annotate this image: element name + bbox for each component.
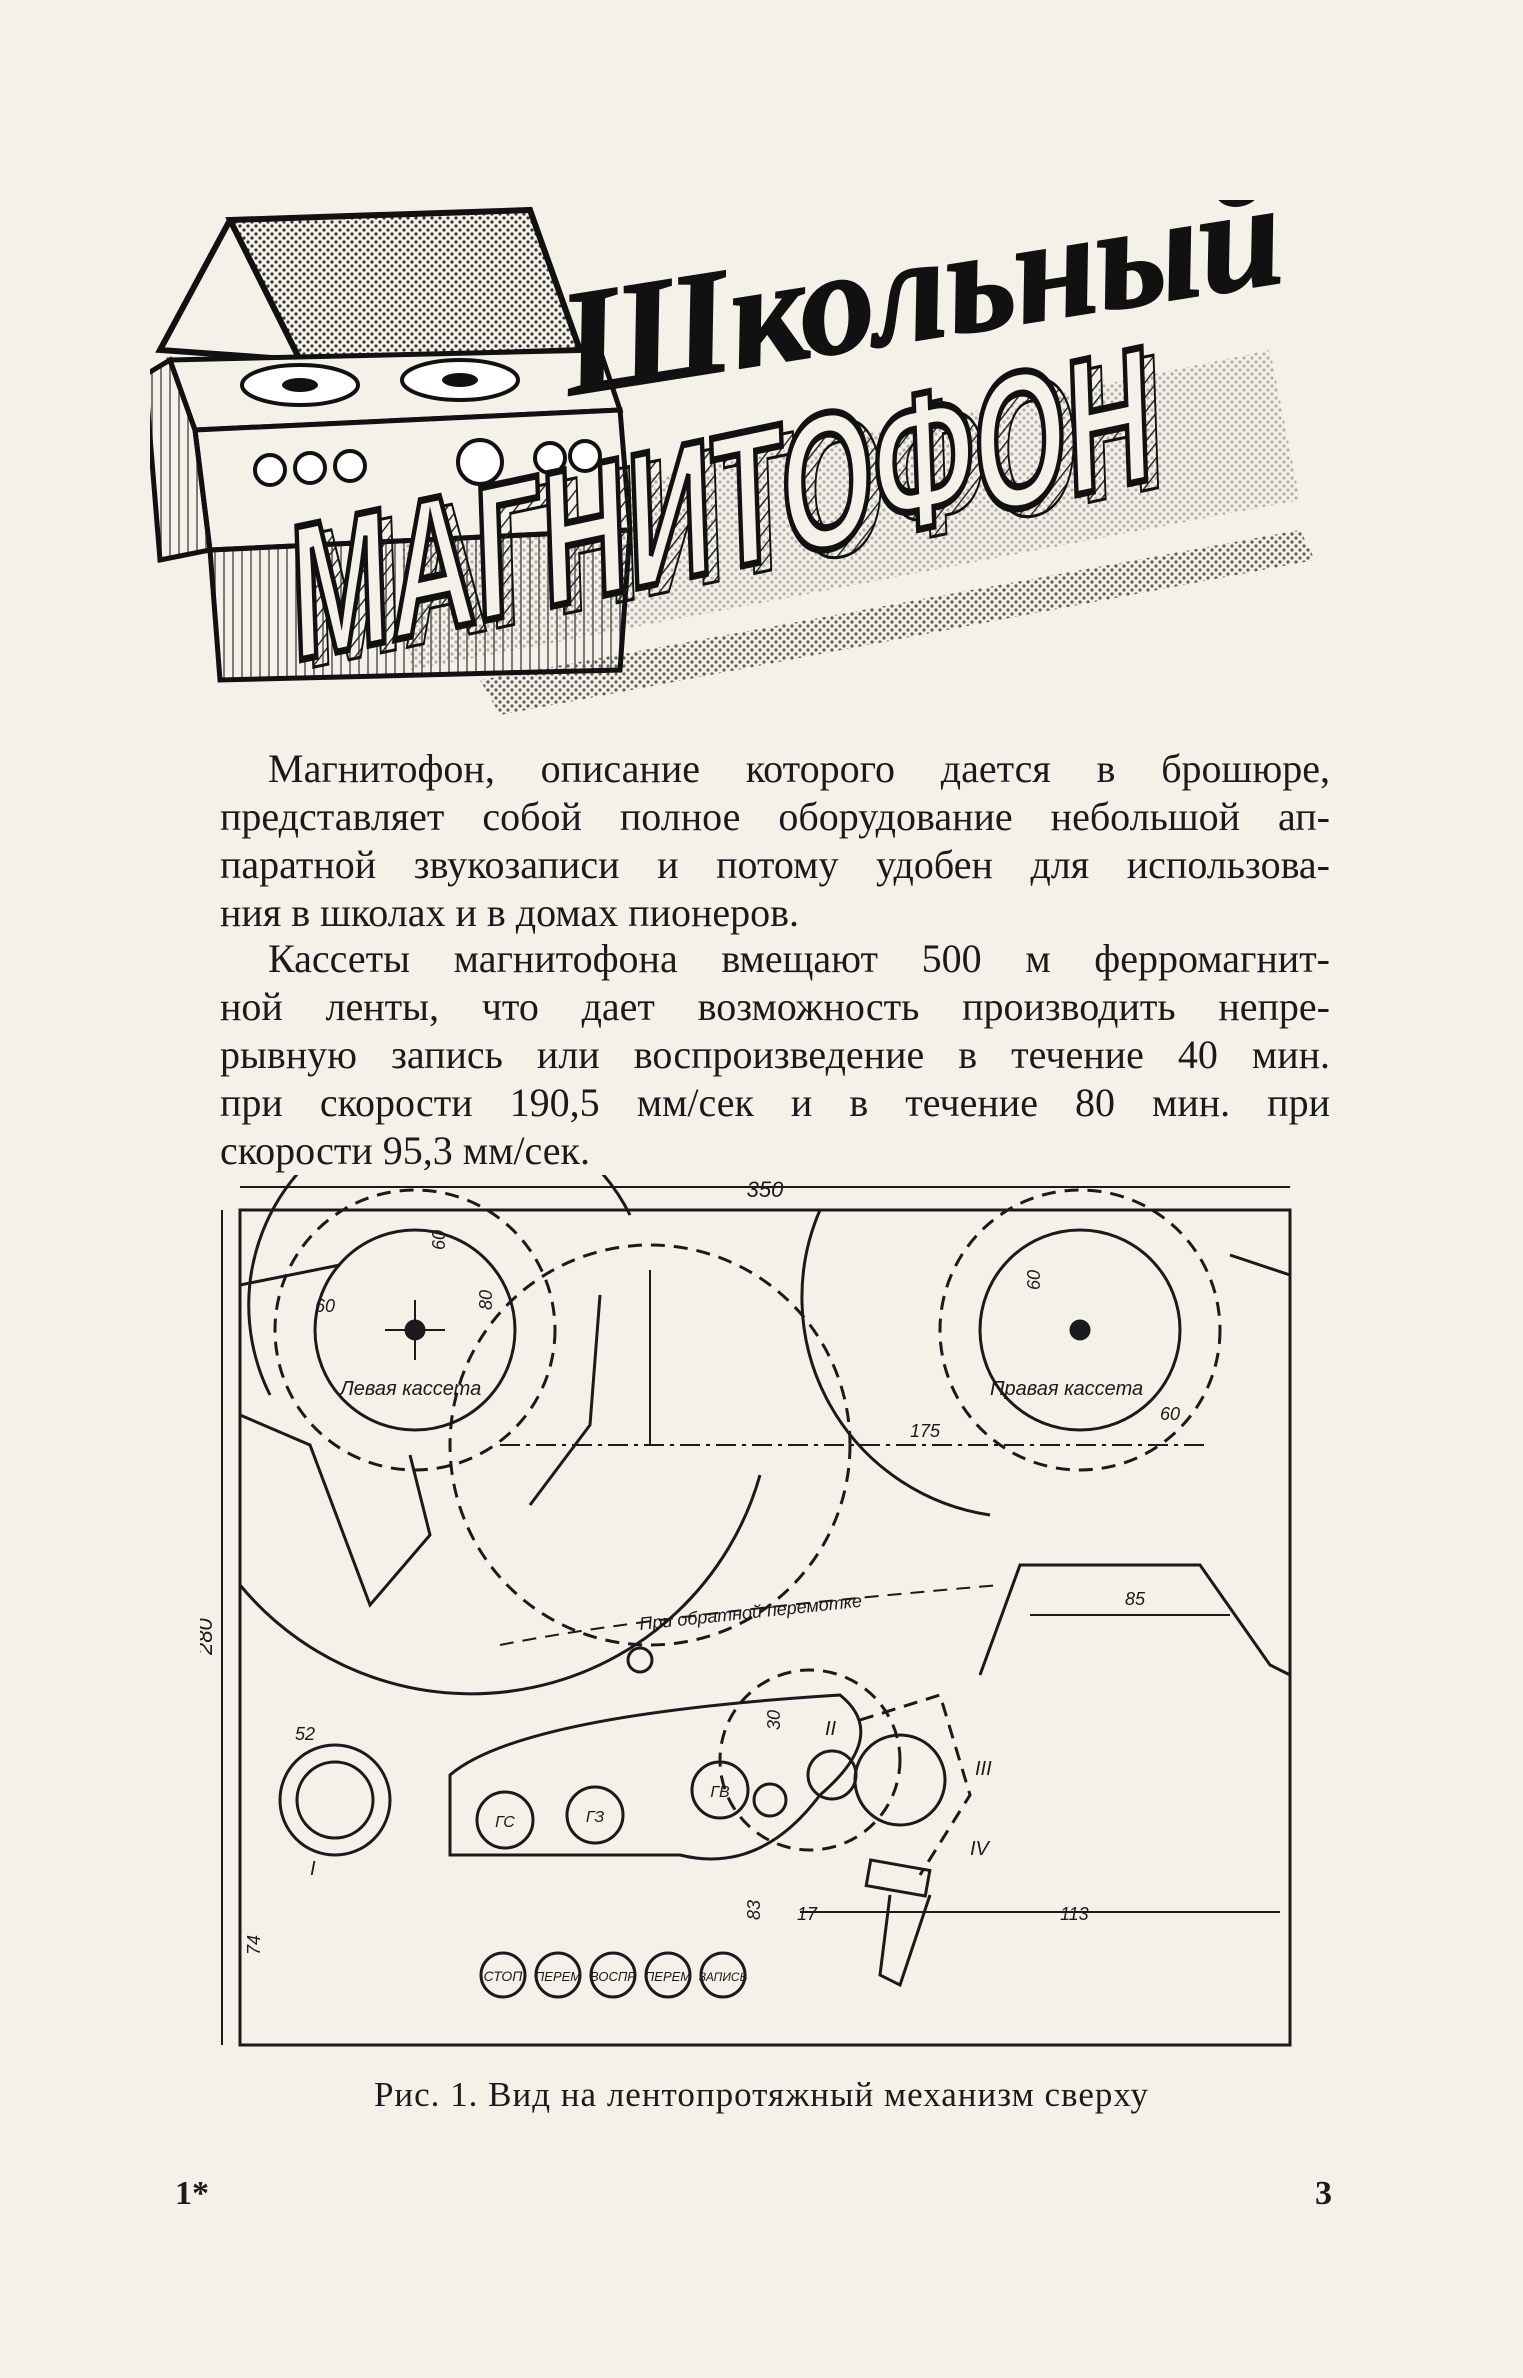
svg-text:I: I [310, 1858, 316, 1880]
button-stop: СТОП [479, 1951, 527, 1999]
text-line: Кассеты магнитофона вмещают 500 м ферром… [268, 936, 1330, 981]
text-line: ния в школах и в домах пионеров. [220, 890, 800, 935]
button-rewind-left: ПЕРЕМ [534, 1951, 582, 1999]
dim-height: 280 [200, 1618, 217, 1656]
dim-right-offset: 85 [1125, 1589, 1146, 1609]
head-gz: ГЗ [565, 1785, 625, 1845]
text-line: Магнитофон, описание которого дается в б… [268, 746, 1330, 791]
recorder-body [150, 347, 633, 683]
head-block: ГС ГЗ ГВ [448, 1693, 863, 1861]
left-cassette-label: Левая кассета [338, 1378, 481, 1400]
dim-head-gap: 17 [797, 1904, 818, 1924]
recorder-lid [155, 206, 585, 364]
text-line: скорости 95,3 мм/сек. [220, 1128, 590, 1173]
text-line: при скорости 190,5 мм/сек и в течение 80… [220, 1080, 1330, 1125]
svg-text:ГС: ГС [495, 1814, 515, 1831]
roller-i: I 52 74 [244, 1724, 392, 1955]
dim-right-x: 60 [1160, 1404, 1180, 1424]
paragraph-1: Магнитофон, описание которого дается в б… [220, 745, 1330, 937]
label-iv: IV [970, 1838, 991, 1860]
label-ii: II [825, 1718, 837, 1740]
svg-text:СТОП: СТОП [484, 1968, 524, 1984]
dim-center-gap: 175 [910, 1421, 941, 1441]
svg-text:ЗАПИСЬ: ЗАПИСЬ [699, 1970, 748, 1984]
label-iii: III [975, 1758, 992, 1780]
paragraph-2: Кассеты магнитофона вмещают 500 м ферром… [220, 935, 1330, 1175]
svg-text:ПЕРЕМ: ПЕРЕМ [645, 1969, 691, 1984]
dim-roller-x: 52 [295, 1724, 315, 1744]
dim-roller-y: 74 [244, 1935, 264, 1955]
right-reel: Правая кассета 60 60 [800, 1188, 1291, 1677]
signature-mark: 1* [175, 2175, 209, 2212]
control-buttons: СТОП ПЕРЕМ ВОСПР ПЕРЕМ ЗАПИСЬ [479, 1951, 748, 1999]
svg-text:ГЗ: ГЗ [586, 1809, 605, 1826]
svg-text:ПЕРЕМ: ПЕРЕМ [535, 1969, 581, 1984]
page-number: 3 [1315, 2175, 1332, 2212]
text-line: паратной звукозаписи и потому удобен для… [220, 842, 1330, 887]
dim-head-dx: 30 [764, 1710, 784, 1730]
dim-head-dy: 83 [744, 1900, 764, 1920]
head-gv: ГВ [690, 1760, 750, 1820]
dim-center-y: 80 [476, 1290, 496, 1310]
rewind-note: При обратной перемотке [638, 1591, 863, 1634]
button-record: ЗАПИСЬ [699, 1951, 748, 1999]
left-reel: Левая кассета 60 60 [238, 1175, 762, 1696]
header-illustration: Школьный МАГНИТОФОН МАГНИТОФОН [150, 200, 1315, 715]
figure-caption: Рис. 1. Вид на лентопротяжный механизм с… [373, 2075, 1150, 2114]
dim-width: 350 [747, 1177, 784, 1202]
text-line: рывную запись или воспроизведение в тече… [220, 1032, 1330, 1077]
button-play: ВОСПР [589, 1951, 637, 1999]
dim-left-y: 60 [429, 1230, 449, 1250]
dim-left-x: 60 [315, 1296, 335, 1316]
right-cassette-label: Правая кассета [990, 1378, 1143, 1400]
drawing-frame [238, 1208, 1292, 2047]
svg-text:ВОСПР: ВОСПР [590, 1969, 636, 1984]
text-line: представляет собой полное оборудование н… [220, 794, 1330, 839]
dim-bottom-right: 113 [1060, 1904, 1089, 1924]
capstan-assembly: II III IV 30 83 17 113 [718, 1668, 1280, 1988]
head-gs: ГС [475, 1790, 535, 1850]
mechanism-drawing: 350 280 Левая кассета 60 60 80 175 Права… [200, 1175, 1292, 2047]
dim-right-y: 60 [1024, 1270, 1044, 1290]
text-line: ной ленты, что дает возможность производ… [220, 984, 1330, 1029]
button-rewind-right: ПЕРЕМ [644, 1951, 692, 1999]
